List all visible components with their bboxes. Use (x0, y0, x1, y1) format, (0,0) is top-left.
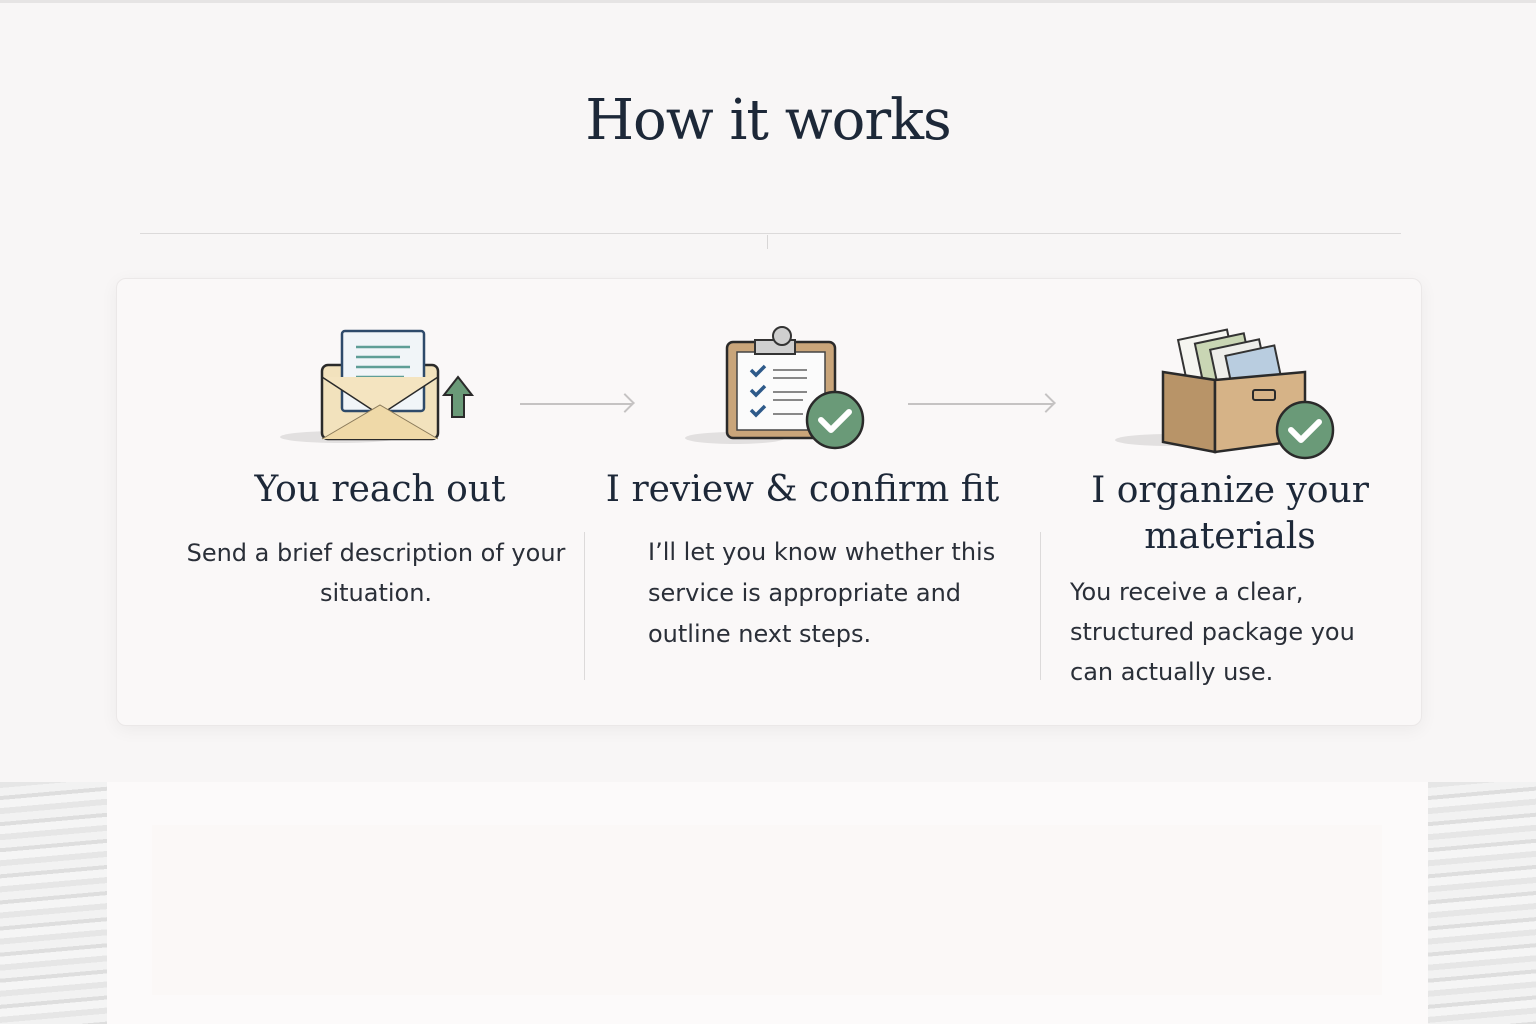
step-1-title: You reach out (254, 469, 506, 510)
step-2-description: I’ll let you know whether this service i… (648, 538, 996, 648)
divider-tick (767, 235, 768, 249)
top-border (0, 0, 1536, 3)
step-3-title: I organize your materials (1091, 470, 1369, 557)
envelope-upload-icon (280, 329, 475, 443)
clipboard-check-icon (685, 326, 865, 450)
step-1-description: Send a brief description of your situati… (186, 539, 566, 607)
page-title: How it works (585, 88, 952, 153)
background-texture (0, 782, 107, 1024)
divider (140, 233, 1401, 234)
arrow-icon (520, 403, 632, 405)
step-3-description: You receive a clear, structured package … (1070, 578, 1355, 686)
file-box-check-icon (1115, 328, 1335, 460)
background-texture (1428, 782, 1536, 1024)
lower-panel (152, 825, 1382, 995)
step-2-title: I review & confirm fit (605, 469, 1000, 510)
step-separator (584, 532, 585, 680)
step-separator (1040, 532, 1041, 680)
arrow-icon (908, 403, 1053, 405)
